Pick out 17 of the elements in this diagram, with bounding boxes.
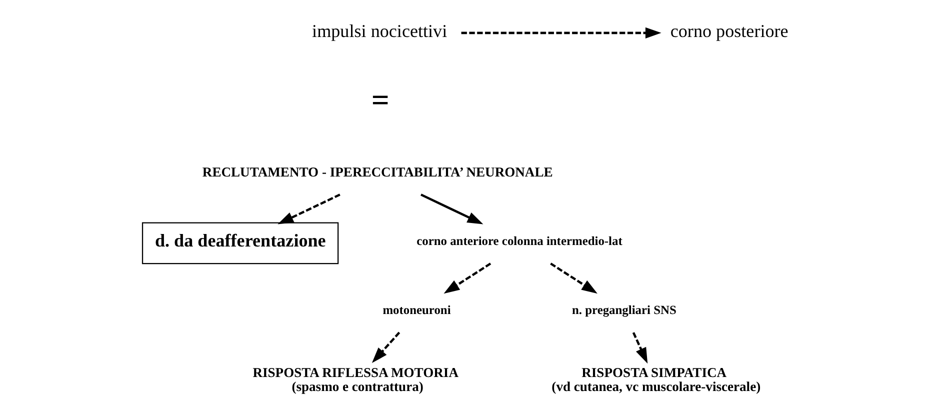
node-text: RISPOSTA RIFLESSA MOTORIA (spasmo e contrattura) (252, 365, 458, 394)
node-text: impulsi nocicettivi (312, 21, 447, 42)
node-text: RECLUTAMENTO - IPERECCITABILITA’ NEURONALE (202, 164, 552, 180)
node-text: n. pregangliari SNS (572, 303, 676, 318)
arrow (443, 262, 491, 294)
arrow (420, 194, 483, 224)
node-box: d. da deafferentazione (141, 222, 338, 264)
arrow (550, 262, 597, 294)
node-text: corno posteriore (670, 21, 788, 42)
label: = (370, 82, 389, 118)
node-text: motoneuroni (382, 303, 450, 318)
arrow (277, 194, 340, 224)
node-text: corno anteriore colonna intermedio-lat (416, 234, 622, 248)
arrow (460, 27, 661, 38)
arrow (632, 332, 648, 364)
arrow (371, 332, 400, 363)
node-text: RISPOSTA SIMPATICA (vd cutanea, vc muscolare-viscerale) (551, 365, 760, 394)
